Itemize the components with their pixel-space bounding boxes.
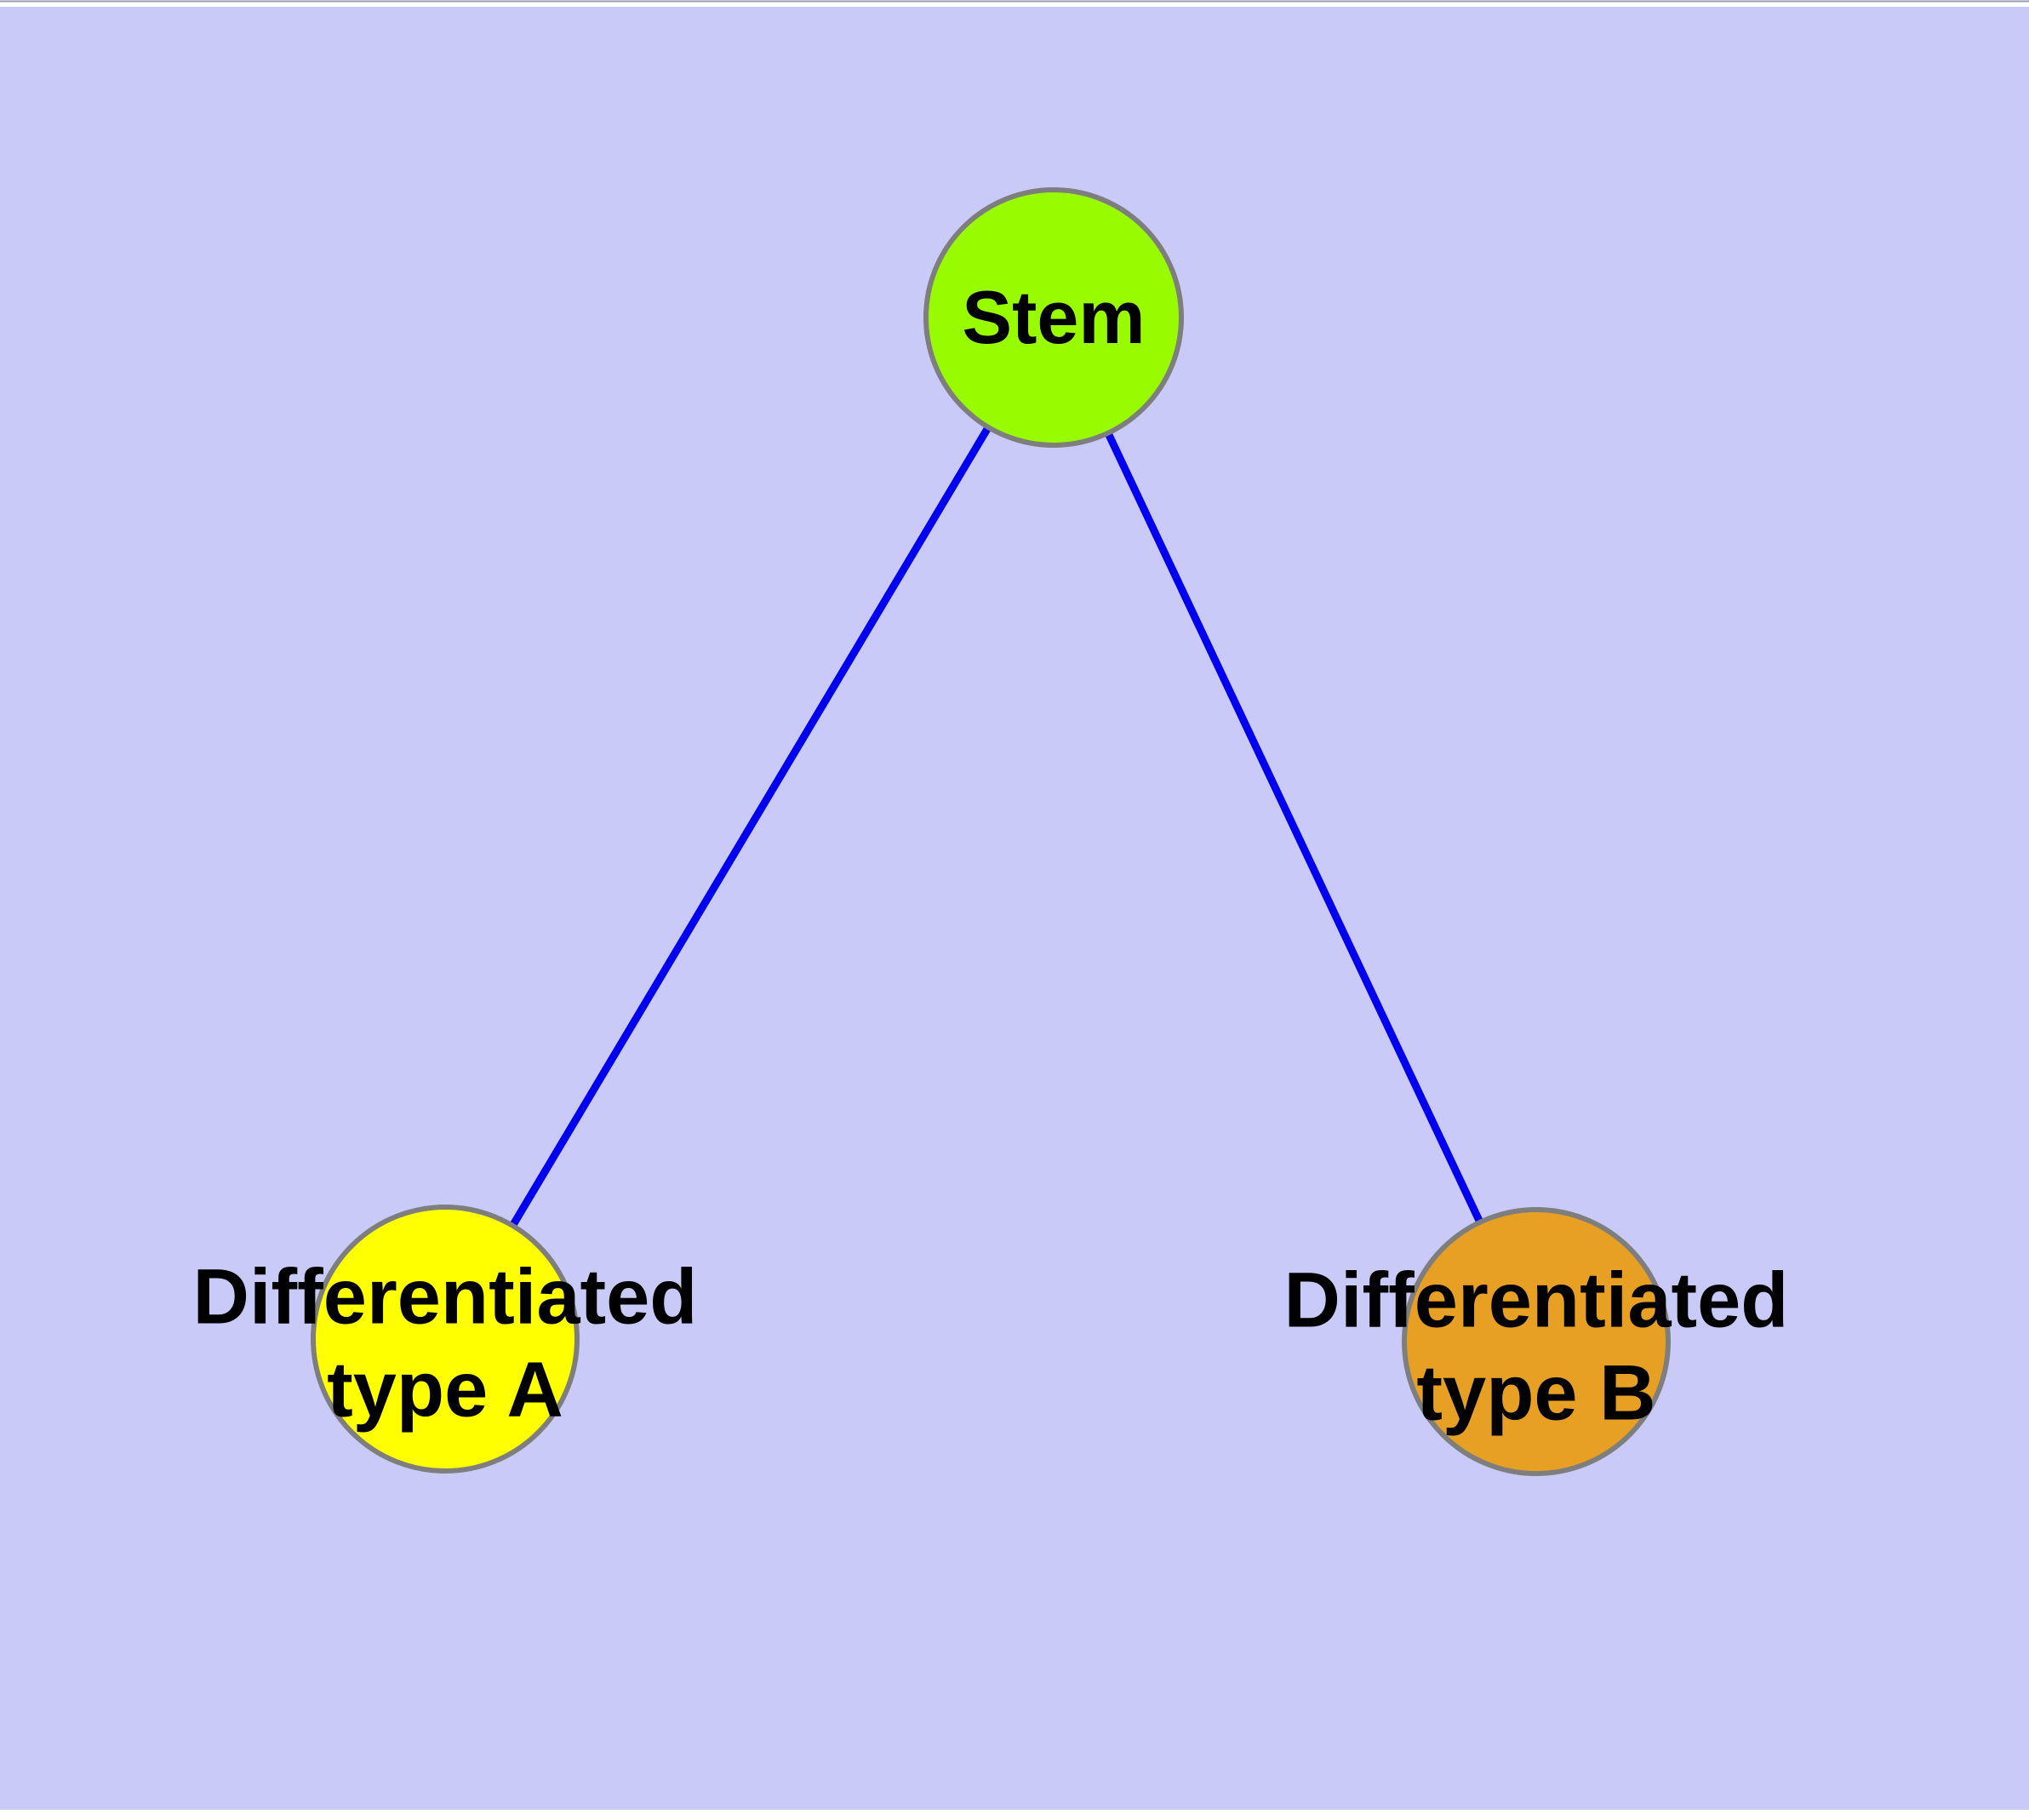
node-type-b-label-line1: Differentiated	[1283, 1256, 1789, 1344]
node-stem-circle	[923, 187, 1184, 448]
edge-stem-to-type-a	[442, 315, 1057, 1342]
node-type-a-label-line1: Differentiated	[192, 1253, 698, 1341]
node-type-b-label: Differentiated type B	[1284, 1254, 1789, 1439]
node-type-b-circle	[1402, 1207, 1671, 1476]
node-type-b-label-line2: type B	[1416, 1349, 1656, 1436]
node-type-a-label-line2: type A	[327, 1346, 563, 1433]
edge-stem-to-type-b	[1049, 316, 1540, 1343]
node-type-a-circle	[311, 1205, 580, 1474]
node-stem-label: Stem	[962, 275, 1146, 360]
node-type-a-label: Differentiated type A	[193, 1251, 698, 1435]
